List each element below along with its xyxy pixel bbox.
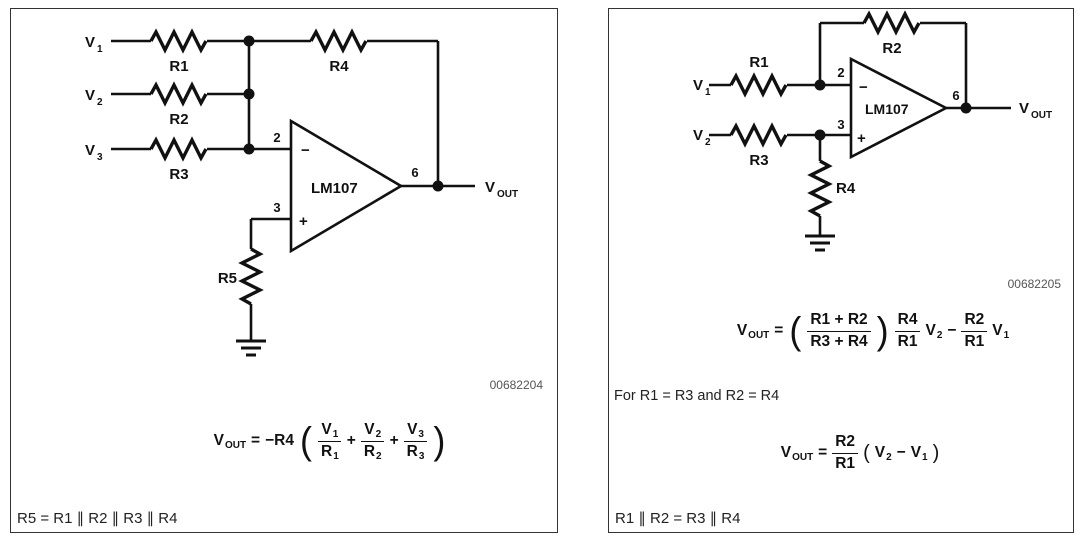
junction-dot bbox=[243, 88, 255, 100]
r3-label: R3 bbox=[169, 166, 188, 183]
minus-operator: − bbox=[947, 322, 957, 340]
left-resistor-condition: R5 = R1 ∥ R2 ∥ R3 ∥ R4 bbox=[17, 510, 178, 527]
equals-sign: = bbox=[251, 432, 261, 450]
v1-term: V1 bbox=[910, 444, 928, 464]
formula-lhs: VOUT bbox=[213, 432, 247, 452]
v2-label: V bbox=[693, 127, 703, 144]
v1-label-sub: 1 bbox=[97, 44, 103, 55]
resistor-r2 bbox=[149, 83, 208, 105]
r4-label: R4 bbox=[836, 180, 856, 197]
minus-operator: − bbox=[896, 444, 906, 462]
r1-label: R1 bbox=[749, 54, 768, 71]
left-output-formula: VOUT = −R4 ( V1 R1 + V2 R2 + V3 R3 ) bbox=[11, 419, 557, 463]
ratio-r2-over-r1: R2 R1 bbox=[832, 433, 859, 473]
v1-term: V1 bbox=[992, 322, 1010, 342]
close-paren: ) bbox=[433, 419, 446, 463]
inverting-input-sign: − bbox=[859, 79, 868, 96]
junction-dot bbox=[243, 35, 255, 47]
v2-label-sub: 2 bbox=[97, 97, 103, 108]
v1-label: V bbox=[85, 34, 95, 51]
vout-label-sub: OUT bbox=[497, 189, 518, 200]
ground-symbol bbox=[234, 339, 268, 357]
opamp-label: LM107 bbox=[865, 101, 909, 117]
ratio-r2-over-r1: R2 R1 bbox=[961, 311, 988, 351]
resistor-r3 bbox=[149, 138, 208, 160]
junction-dot bbox=[814, 79, 826, 91]
r2-label: R2 bbox=[882, 40, 901, 57]
opamp-triangle bbox=[849, 56, 949, 160]
v2-term: V2 bbox=[874, 444, 892, 464]
pin6-label: 6 bbox=[952, 88, 959, 103]
close-paren: ) bbox=[876, 309, 889, 353]
junction-dot bbox=[960, 102, 972, 114]
v3-label-sub: 3 bbox=[97, 152, 103, 163]
pin2-label: 2 bbox=[273, 130, 280, 145]
resistor-r1 bbox=[149, 30, 208, 52]
term-3-fraction: V3 R3 bbox=[404, 421, 428, 462]
plus-operator: + bbox=[389, 432, 399, 450]
resistor-r3 bbox=[729, 124, 788, 146]
resistor-r5 bbox=[240, 247, 262, 306]
right-circuit-diagram: V 1 R1 V 2 R3 R2 2 3 − + LM107 6 V OUT R… bbox=[693, 12, 1062, 291]
inverting-input-sign: − bbox=[301, 142, 310, 159]
right-output-formula: VOUT = ( R1 + R2 R3 + R4 ) R4 R1 V2 − R2… bbox=[609, 311, 1073, 351]
pin2-label: 2 bbox=[837, 65, 844, 80]
pin6-label: 6 bbox=[411, 165, 418, 180]
v2-label: V bbox=[85, 87, 95, 104]
resistor-r4 bbox=[809, 159, 831, 218]
ratio-r1r2-over-r3r4: R1 + R2 R3 + R4 bbox=[807, 311, 871, 351]
close-paren: ) bbox=[932, 442, 940, 465]
v2-label-sub: 2 bbox=[705, 137, 711, 148]
resistor-r1 bbox=[729, 74, 788, 96]
term-2-fraction: V2 R2 bbox=[361, 421, 385, 462]
pin3-label: 3 bbox=[837, 117, 844, 132]
open-paren: ( bbox=[789, 309, 802, 353]
figure-code: 00682205 bbox=[1008, 277, 1062, 291]
noninverting-input-sign: + bbox=[857, 130, 866, 147]
ground-symbol bbox=[803, 234, 837, 252]
coefficient: −R4 bbox=[265, 432, 294, 450]
r3-label: R3 bbox=[749, 152, 768, 169]
open-paren: ( bbox=[299, 419, 312, 463]
noninverting-input-sign: + bbox=[299, 213, 308, 230]
right-simplified-formula: VOUT = R2 R1 ( V2 − V1 ) bbox=[609, 433, 1073, 473]
resistor-r2 bbox=[862, 12, 921, 34]
formula-lhs: VOUT bbox=[736, 322, 770, 342]
formula-lhs: VOUT bbox=[780, 444, 814, 464]
figure-code: 00682204 bbox=[490, 378, 544, 392]
equals-sign: = bbox=[818, 444, 828, 462]
junction-dots bbox=[243, 35, 444, 192]
equals-sign: = bbox=[774, 322, 784, 340]
vout-label: V bbox=[1019, 100, 1029, 117]
right-resistor-condition: R1 ∥ R2 = R3 ∥ R4 bbox=[615, 510, 741, 527]
open-paren: ( bbox=[863, 442, 870, 465]
summing-amplifier-panel: V 1 R1 V 2 R2 V 3 R3 R4 2 3 − + LM107 6 … bbox=[10, 8, 558, 533]
opamp-triangle bbox=[289, 118, 404, 254]
r4-label: R4 bbox=[329, 58, 349, 75]
vout-label: V bbox=[485, 179, 495, 196]
condition-text: For R1 = R3 and R2 = R4 bbox=[614, 388, 780, 404]
r1-label: R1 bbox=[169, 58, 188, 75]
junction-dots bbox=[814, 79, 972, 141]
difference-amplifier-panel: V 1 R1 V 2 R3 R2 2 3 − + LM107 6 V OUT R… bbox=[608, 8, 1074, 533]
v3-label: V bbox=[85, 142, 95, 159]
resistor-r4 bbox=[309, 30, 368, 52]
v1-label: V bbox=[693, 77, 703, 94]
v2-term: V2 bbox=[925, 322, 943, 342]
ratio-r4-over-r1: R4 R1 bbox=[894, 311, 921, 351]
junction-dot bbox=[814, 129, 826, 141]
v1-label-sub: 1 bbox=[705, 87, 711, 98]
r2-label: R2 bbox=[169, 111, 188, 128]
term-1-fraction: V1 R1 bbox=[318, 421, 342, 462]
pin3-label: 3 bbox=[273, 200, 280, 215]
vout-label-sub: OUT bbox=[1031, 110, 1052, 121]
opamp-label: LM107 bbox=[311, 180, 358, 197]
junction-dot bbox=[432, 180, 444, 192]
left-circuit-diagram: V 1 R1 V 2 R2 V 3 R3 R4 2 3 − + LM107 6 … bbox=[85, 30, 544, 392]
junction-dot bbox=[243, 143, 255, 155]
plus-operator: + bbox=[346, 432, 356, 450]
r5-label: R5 bbox=[218, 270, 237, 287]
